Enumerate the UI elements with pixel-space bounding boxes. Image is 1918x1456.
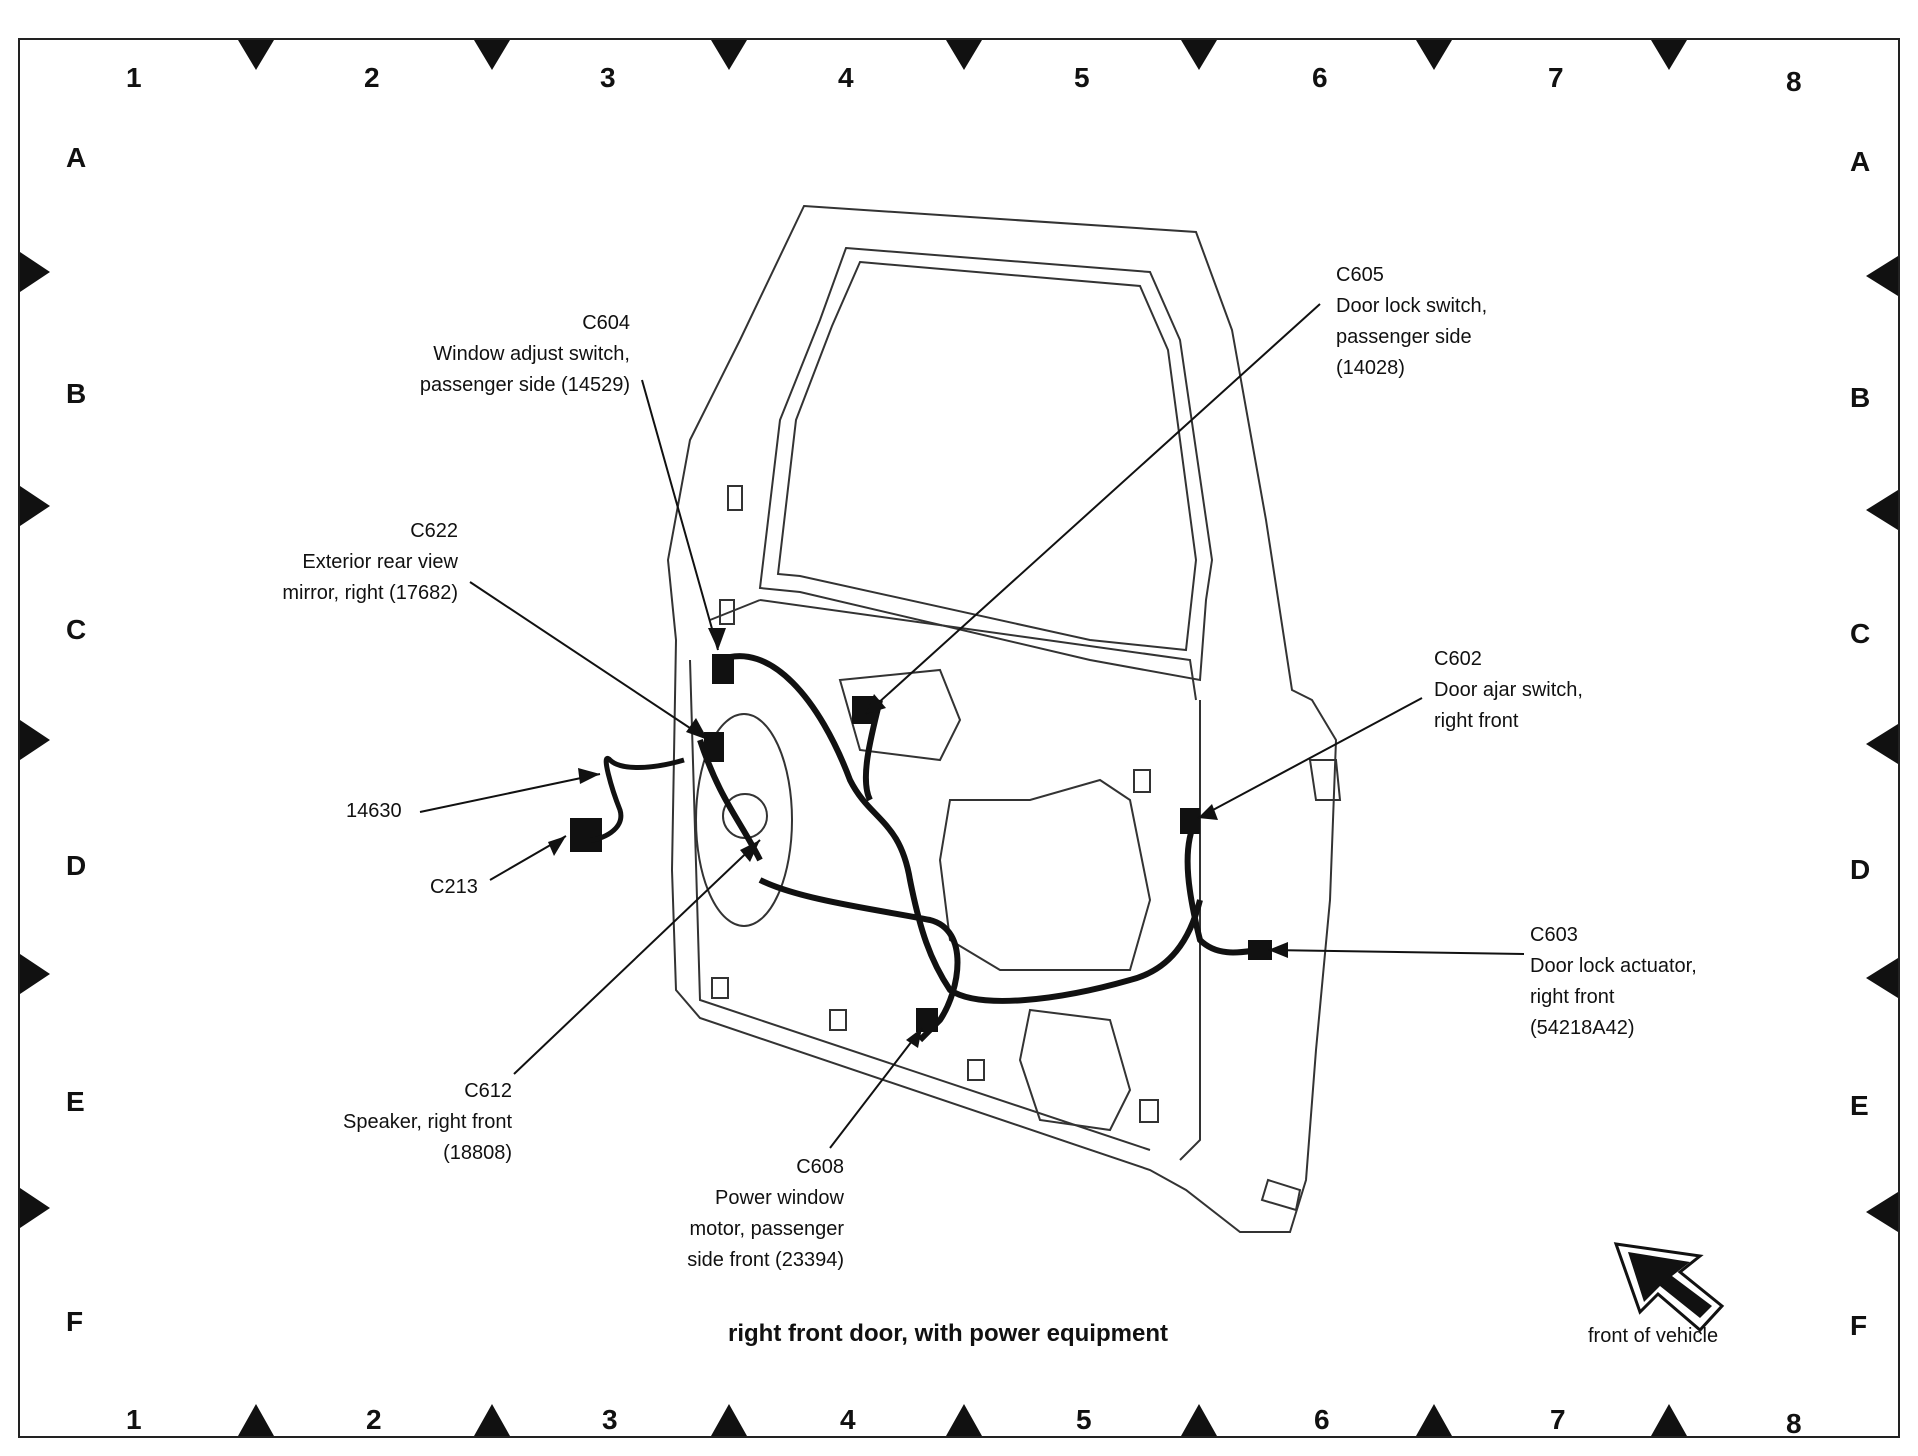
front-of-vehicle-label: front of vehicle [1588,1325,1719,1347]
callout-c602-line2: right front [1434,710,1519,732]
callout-c608: C608 Power window motor, passenger side … [640,1152,844,1276]
grid-row-b-right: B [1850,382,1871,413]
grid-col-1-top: 1 [126,62,142,93]
callout-c603: C603 Door lock actuator, right front (54… [1530,920,1697,1044]
callout-c612-line1: Speaker, right front [343,1111,512,1133]
grid-col-2-bottom: 2 [366,1404,382,1435]
front-of-vehicle-arrow [1613,1242,1725,1333]
grid-row-f-left: F [66,1306,84,1337]
callout-c603-id: C603 [1530,924,1578,946]
diagram-frame [18,38,1900,1438]
callout-c622-id: C622 [410,520,458,542]
grid-row-e-left: E [66,1086,85,1117]
callout-c605-line3: (14028) [1336,357,1405,379]
callout-c608-line1: Power window [715,1187,844,1209]
grid-col-2-top: 2 [364,62,380,93]
grid-row-d-left: D [66,850,87,881]
leader-arrowheads [548,628,1288,1048]
grid-row-f-right: F [1850,1310,1868,1341]
callout-c602: C602 Door ajar switch, right front [1434,644,1583,737]
grid-col-6-top: 6 [1312,62,1328,93]
callout-c605-line1: Door lock switch, [1336,295,1488,317]
grid-col-3-top: 3 [600,62,616,93]
callout-c603-line2: right front [1530,986,1615,1008]
grid-col-4-bottom: 4 [840,1404,856,1435]
grid-col-5-top: 5 [1074,62,1090,93]
callout-c612: C612 Speaker, right front (18808) [300,1076,512,1169]
callout-c213: C213 [430,872,478,903]
grid-col-7-bottom: 7 [1550,1404,1566,1435]
grid-col-3-bottom: 3 [602,1404,618,1435]
callout-c604: C604 Window adjust switch, passenger sid… [380,308,630,401]
callout-c604-line2: passenger side (14529) [419,374,630,396]
grid-row-a-left: A [66,142,87,173]
door-outline [666,204,1342,1233]
wiring-harness [697,653,1261,1043]
callout-c605: C605 Door lock switch, passenger side (1… [1336,260,1487,384]
callout-14630-id: 14630 [346,800,402,822]
callout-c608-id: C608 [796,1156,844,1178]
connectors [570,654,1272,1032]
leader-lines [419,303,1525,1149]
grid-col-7-top: 7 [1548,62,1564,93]
callout-c608-line2: motor, passenger [689,1218,844,1240]
diagram-caption: right front door, with power equipment [728,1320,1168,1347]
callout-c603-line3: (54218A42) [1530,1017,1635,1039]
callout-c602-id: C602 [1434,648,1482,670]
callout-c604-id: C604 [582,312,630,334]
callout-c612-id: C612 [464,1080,512,1102]
grid-row-c-right: C [1850,618,1871,649]
callout-c605-line2: passenger side [1336,326,1472,348]
grid-col-8-top: 8 [1786,66,1802,97]
callout-c612-line2: (18808) [443,1142,512,1164]
callout-c605-id: C605 [1336,264,1384,286]
grid-col-5-bottom: 5 [1076,1404,1092,1435]
grid-row-d-right: D [1850,854,1871,885]
grid-col-8-bottom: 8 [1786,1408,1802,1439]
callout-c622-line2: mirror, right (17682) [282,582,458,604]
grid-row-c-left: C [66,614,87,645]
callout-c608-line3: side front (23394) [687,1249,844,1271]
callout-14630: 14630 [346,796,402,827]
callout-c622: C622 Exterior rear view mirror, right (1… [230,516,458,609]
callout-c602-line1: Door ajar switch, [1434,679,1583,701]
callout-c213-id: C213 [430,876,478,898]
callout-c622-line1: Exterior rear view [302,551,458,573]
callout-c604-line1: Window adjust switch, [433,343,630,365]
grid-col-4-top: 4 [838,62,854,93]
pigtail-14630 [589,755,685,843]
grid-col-1-bottom: 1 [126,1404,142,1435]
callout-c603-line1: Door lock actuator, [1530,955,1697,977]
grid-row-e-right: E [1850,1090,1869,1121]
grid-row-b-left: B [66,378,87,409]
grid-markers [20,40,1898,1436]
grid-col-6-bottom: 6 [1314,1404,1330,1435]
grid-row-a-right: A [1850,146,1871,177]
